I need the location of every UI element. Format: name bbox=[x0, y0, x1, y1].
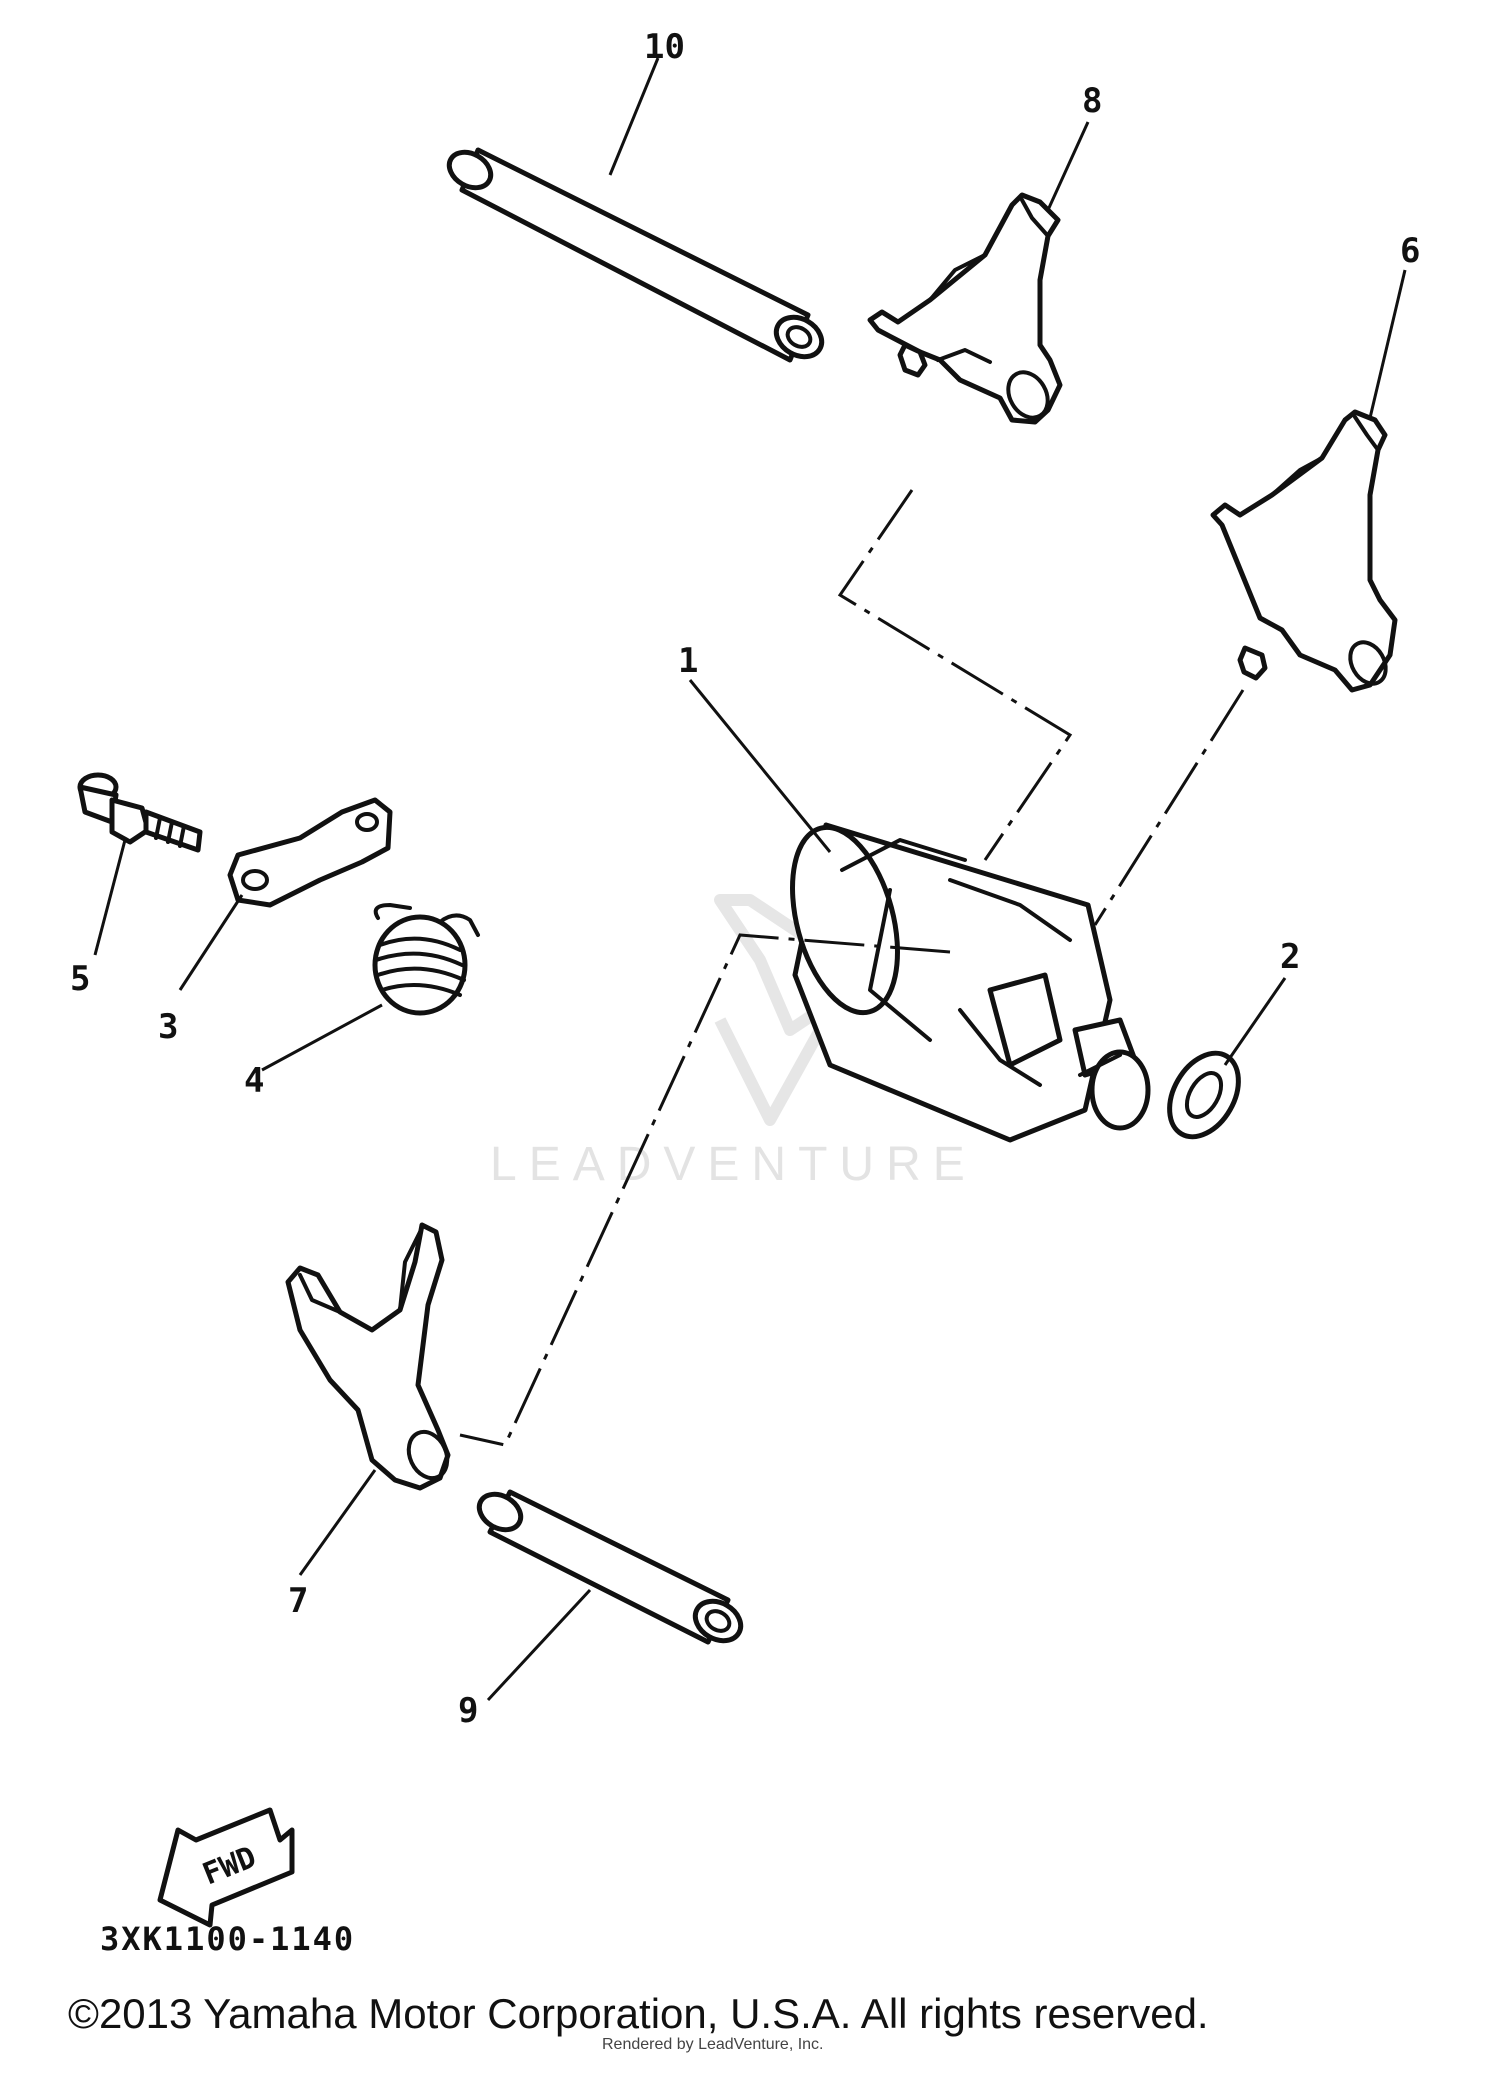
callout-8: 8 bbox=[1082, 81, 1102, 121]
washer bbox=[1167, 1050, 1241, 1140]
shift-drum bbox=[790, 822, 1151, 1143]
callout-6: 6 bbox=[1400, 231, 1420, 271]
torsion-spring bbox=[372, 903, 480, 1016]
callout-5: 5 bbox=[70, 959, 90, 999]
shaft-upper bbox=[446, 147, 825, 363]
callout-3: 3 bbox=[158, 1007, 178, 1047]
shaft-lower bbox=[476, 1489, 744, 1645]
callout-7: 7 bbox=[288, 1581, 308, 1621]
rendered-by-credit: Rendered by LeadVenture, Inc. bbox=[602, 2036, 824, 2053]
callout-4: 4 bbox=[244, 1061, 264, 1101]
callout-labels: 10 8 6 1 2 5 3 4 7 9 bbox=[70, 27, 1420, 1731]
shift-fork-right bbox=[1210, 409, 1398, 693]
callout-9: 9 bbox=[458, 1691, 478, 1731]
watermark-text: LEADVENTURE bbox=[490, 1138, 977, 1191]
fwd-arrow: FWD bbox=[157, 1807, 295, 1928]
shift-fork-upper bbox=[867, 192, 1063, 425]
callout-1: 1 bbox=[678, 641, 698, 681]
copyright-notice: ©2013 Yamaha Motor Corporation, U.S.A. A… bbox=[68, 1990, 1209, 2037]
callout-2: 2 bbox=[1280, 937, 1300, 977]
bolt bbox=[77, 772, 203, 853]
callout-10: 10 bbox=[644, 27, 685, 67]
shift-fork-lower bbox=[285, 1222, 451, 1491]
diagram-code: 3XK1100-1140 bbox=[100, 1920, 356, 1958]
stopper-lever bbox=[227, 797, 393, 908]
watermark-logo: LEADVENTURE bbox=[490, 894, 977, 1191]
leader-lines bbox=[93, 57, 1407, 1702]
assembly-lines bbox=[459, 489, 1245, 1447]
